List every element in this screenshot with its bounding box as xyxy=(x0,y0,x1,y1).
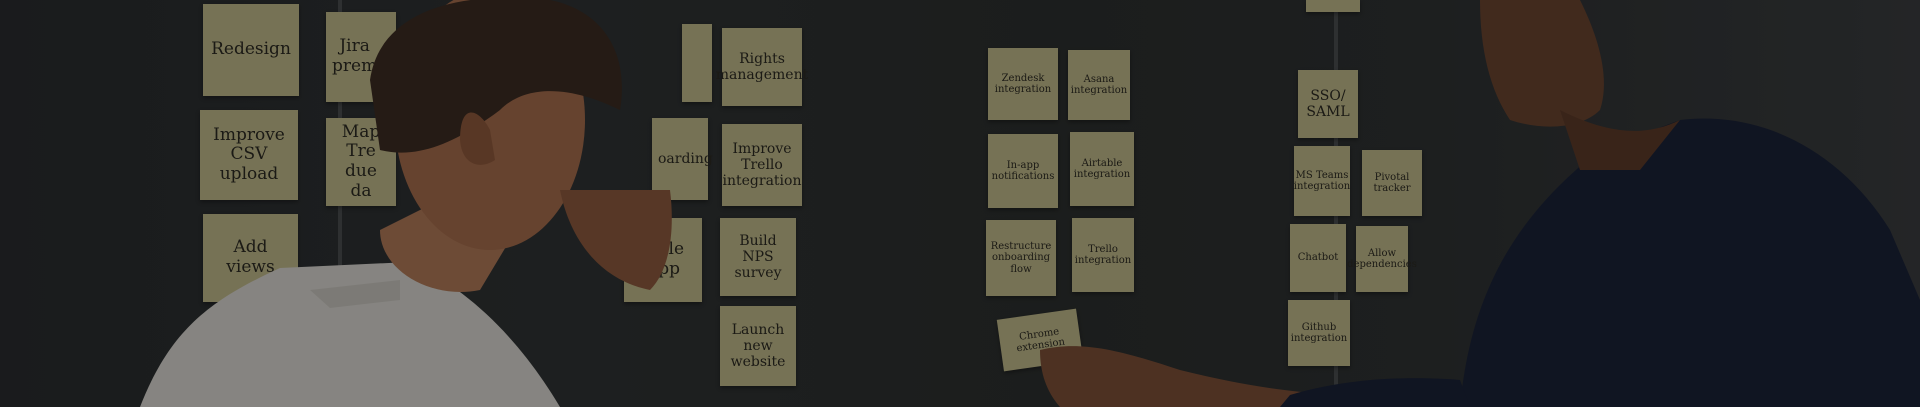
sticky-note: Airtable integration xyxy=(1070,132,1134,206)
sticky-note: Trello integration xyxy=(1072,218,1134,292)
sticky-note: Github integration xyxy=(1288,300,1350,366)
sticky-note: Improve Trello integration xyxy=(722,124,802,206)
sticky-note xyxy=(682,24,712,102)
sticky-note: Rights management xyxy=(716,28,808,106)
person-left xyxy=(140,0,672,407)
sticky-note: Allow dependencies xyxy=(1347,226,1417,292)
sticky-note: Redesign xyxy=(203,4,299,96)
sticky-note: Asana integration xyxy=(1068,50,1130,120)
sticky-note xyxy=(1306,0,1360,12)
sticky-note: oarding xyxy=(652,118,713,200)
sticky-note: Chatbot xyxy=(1290,224,1346,292)
person-right xyxy=(1040,0,1920,407)
sticky-note: Launch new website xyxy=(720,306,796,386)
sticky-note: Pivotal tracker xyxy=(1362,150,1422,216)
sticky-note: SSO/ SAML xyxy=(1298,70,1358,138)
sticky-note: Zendesk integration xyxy=(988,48,1058,120)
sticky-note: Build NPS survey xyxy=(720,218,796,296)
sticky-note: MS Teams integration xyxy=(1294,146,1350,216)
sticky-note: Improve CSV upload xyxy=(200,110,298,200)
sticky-note: Restructure onboarding flow xyxy=(986,220,1056,296)
sticky-note: In-app notifications xyxy=(988,134,1058,208)
sticky-note: Map Tre due da xyxy=(326,118,396,206)
sticky-note: Jira prem xyxy=(326,12,396,102)
